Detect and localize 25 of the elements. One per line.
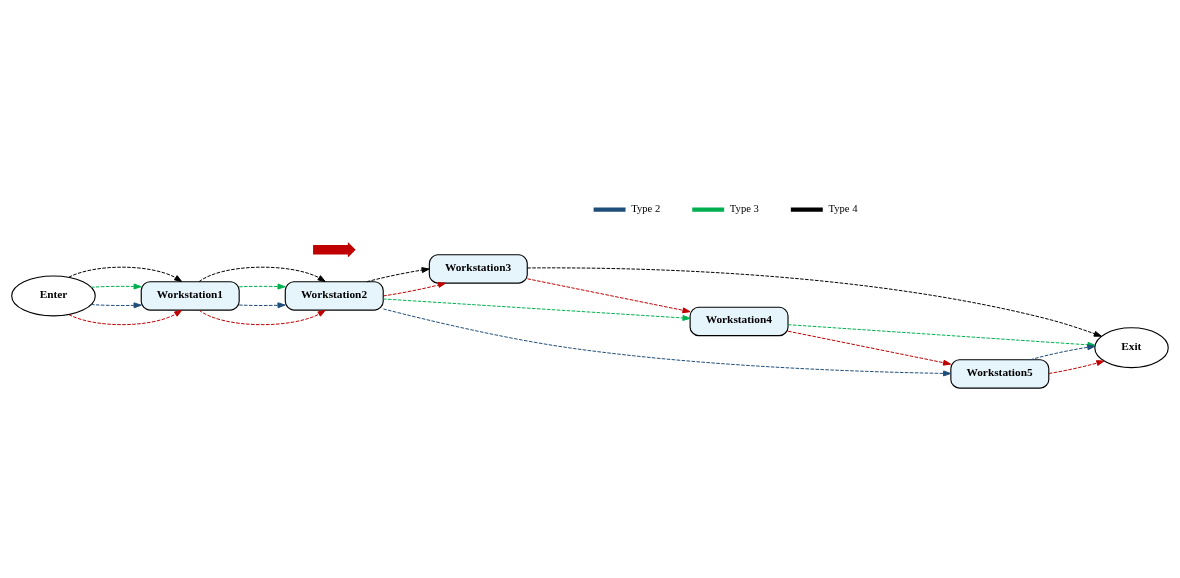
node-box: Workstation1 bbox=[140, 281, 240, 311]
node-box: Workstation5 bbox=[950, 359, 1050, 389]
arrow bbox=[238, 302, 286, 309]
arrow bbox=[68, 266, 183, 283]
arrow bbox=[68, 309, 183, 326]
legend-label: Type 3 bbox=[729, 203, 759, 215]
arrow bbox=[787, 330, 952, 366]
arrow bbox=[366, 267, 430, 283]
arrow bbox=[382, 298, 691, 321]
node-box: Workstation2 bbox=[284, 281, 384, 311]
arrow bbox=[90, 283, 142, 290]
arrow bbox=[382, 282, 446, 297]
arrow bbox=[527, 278, 691, 314]
node-arrow bbox=[313, 242, 356, 258]
arrow bbox=[90, 302, 142, 309]
arrow bbox=[1048, 360, 1105, 374]
node-box: Workstation4 bbox=[689, 306, 789, 337]
arrow bbox=[1029, 344, 1096, 361]
arrow bbox=[238, 283, 286, 290]
arrow bbox=[198, 309, 326, 326]
arrow bbox=[198, 266, 326, 283]
legend-label: Type 2 bbox=[631, 203, 661, 215]
legend-label: Type 4 bbox=[828, 203, 858, 215]
node-box: Workstation3 bbox=[428, 254, 528, 284]
node-ellipse: Enter bbox=[11, 275, 96, 317]
